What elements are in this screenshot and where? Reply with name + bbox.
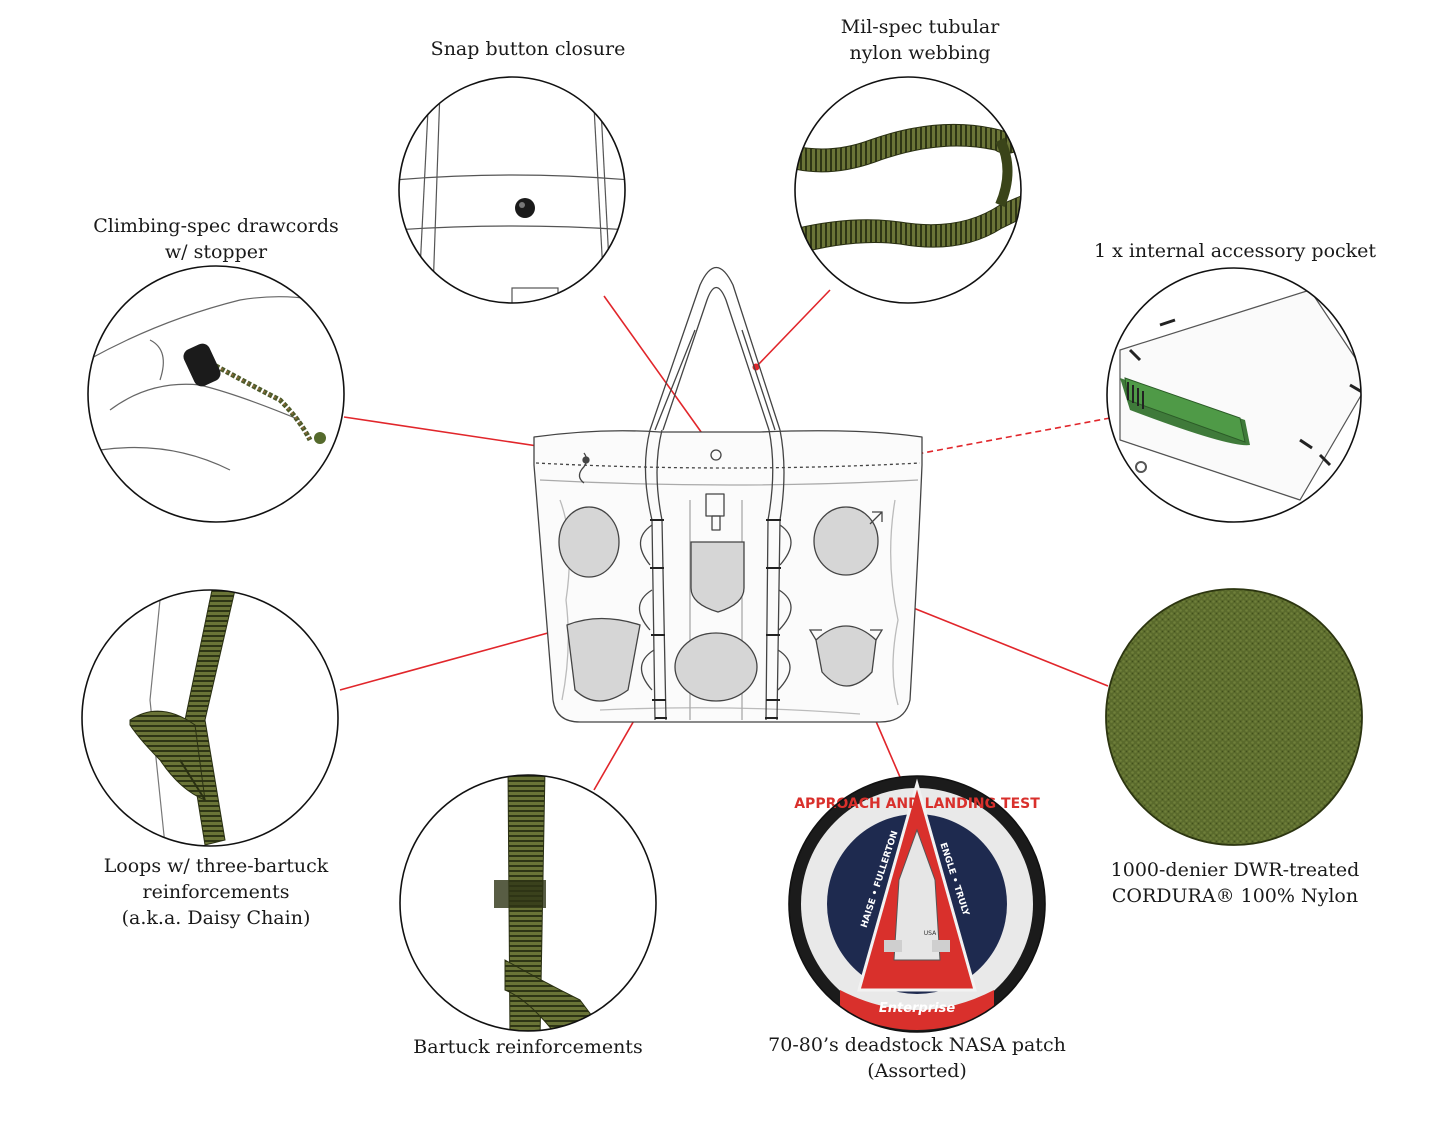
bartuck-closeup bbox=[399, 774, 657, 1032]
daisy-chain-closeup bbox=[81, 589, 339, 847]
webbing-closeup bbox=[794, 76, 1022, 304]
nasa-patch-closeup: APPROACH AND LANDING TEST HAISE • FULLER… bbox=[788, 775, 1046, 1033]
label-bartuck: Bartuck reinforcements bbox=[413, 1036, 643, 1058]
pocket-closeup bbox=[1106, 267, 1362, 523]
bag-handle bbox=[649, 266, 781, 431]
label-cordura: 1000-denier DWR-treated CORDURA® 100% Ny… bbox=[1110, 859, 1360, 907]
label-drawcords: Climbing-spec drawcords w/ stopper bbox=[93, 215, 339, 263]
drawcord-closeup bbox=[87, 265, 345, 523]
label-webbing: Mil-spec tubular nylon webbing bbox=[840, 16, 1000, 64]
snap-button-closeup bbox=[398, 76, 626, 304]
cordura-closeup bbox=[1105, 588, 1363, 846]
patch-placeholders bbox=[558, 506, 884, 702]
label-snap: Snap button closure bbox=[430, 38, 626, 60]
label-pocket: 1 x internal accessory pocket bbox=[1093, 240, 1377, 262]
patch-usa: USA bbox=[924, 930, 937, 937]
label-nasa: 70-80’s deadstock NASA patch (Assorted) bbox=[768, 1034, 1066, 1082]
patch-orbiter-name: Enterprise bbox=[879, 1001, 955, 1016]
leader-snap bbox=[603, 295, 710, 444]
label-loops: Loops w/ three-bartuck reinforcements (a… bbox=[103, 855, 329, 929]
patch-ring-text: APPROACH AND LANDING TEST bbox=[794, 796, 1040, 812]
leader-webbing bbox=[755, 289, 831, 368]
